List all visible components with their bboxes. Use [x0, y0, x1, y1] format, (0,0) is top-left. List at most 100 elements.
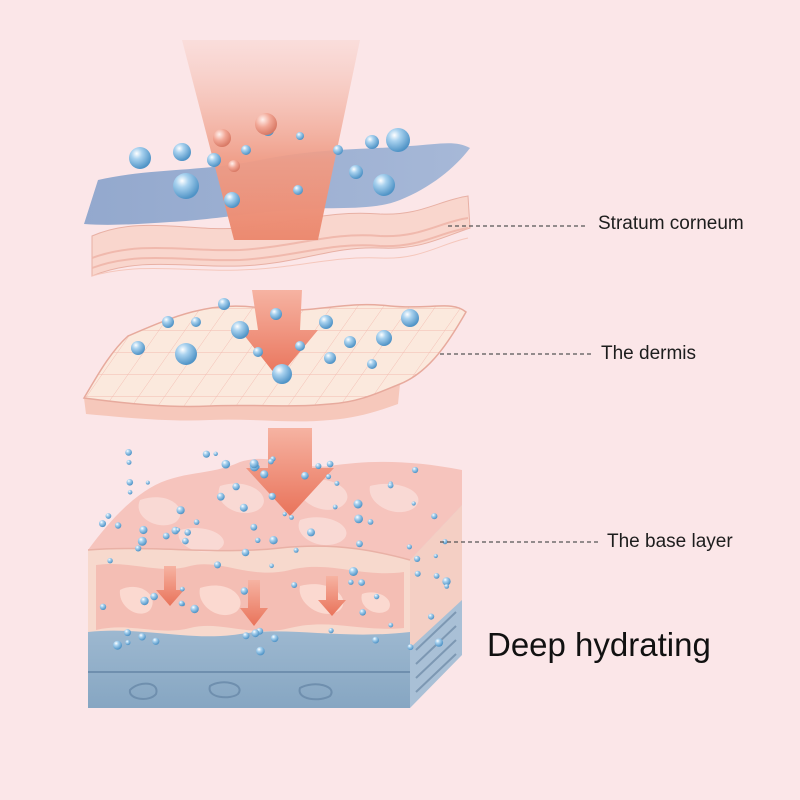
droplet-icon	[150, 593, 158, 601]
droplet-icon	[240, 504, 248, 512]
droplet-icon	[326, 474, 331, 479]
droplet-icon	[243, 632, 250, 639]
droplet-icon	[291, 582, 297, 588]
droplet-icon	[115, 522, 121, 528]
droplet-icon	[203, 451, 210, 458]
headline: Deep hydrating	[487, 628, 711, 661]
droplet-icon	[99, 520, 106, 527]
droplet-icon	[107, 558, 112, 563]
droplet-icon	[324, 352, 336, 364]
droplet-icon	[376, 330, 392, 346]
droplet-icon	[252, 629, 260, 637]
droplet-icon	[407, 544, 412, 549]
droplet-icon	[296, 132, 304, 140]
dermis-label: The dermis	[601, 344, 696, 363]
droplet-icon	[359, 609, 366, 616]
droplet-icon	[207, 153, 221, 167]
droplet-icon	[307, 528, 315, 536]
droplet-icon	[260, 470, 268, 478]
droplet-icon	[354, 515, 363, 524]
droplet-icon	[315, 463, 321, 469]
droplet-icon	[241, 587, 248, 594]
droplet-icon	[415, 571, 421, 577]
droplet-icon	[255, 538, 260, 543]
droplet-icon	[435, 638, 443, 646]
droplet-icon	[128, 490, 133, 495]
droplet-icon	[106, 513, 112, 519]
droplet-icon	[162, 316, 174, 328]
droplet-icon	[138, 633, 145, 640]
droplet-icon	[333, 505, 338, 510]
droplet-icon	[124, 629, 131, 636]
droplet-icon	[152, 638, 159, 645]
droplet-icon	[224, 192, 240, 208]
droplet-icon	[301, 472, 309, 480]
droplet-icon	[250, 459, 259, 468]
droplet-icon	[386, 128, 410, 152]
droplet-icon	[289, 515, 294, 520]
droplet-icon	[294, 548, 299, 553]
droplet-icon	[327, 461, 334, 468]
droplet-icon	[407, 644, 413, 650]
droplet-icon	[242, 549, 250, 557]
droplet-icon	[191, 317, 201, 327]
droplet-icon	[428, 614, 434, 620]
droplet-icon	[241, 145, 251, 155]
droplet-icon	[333, 145, 343, 155]
droplet-icon	[374, 594, 379, 599]
base-layer-label: The base layer	[607, 532, 733, 551]
leader-lines	[440, 226, 598, 542]
droplet-icon	[177, 506, 185, 514]
droplet-icon	[367, 359, 377, 369]
droplet-icon	[293, 185, 303, 195]
droplet-icon	[179, 601, 185, 607]
droplet-icon	[163, 533, 170, 540]
droplet-icon	[434, 554, 438, 558]
droplet-icon	[127, 460, 132, 465]
droplet-icon	[222, 460, 231, 469]
droplet-icon	[135, 545, 141, 551]
droplet-icon	[272, 364, 292, 384]
droplet-icon	[348, 580, 353, 585]
droplet-icon	[414, 556, 420, 562]
droplet-icon	[401, 309, 419, 327]
droplet-icon	[319, 315, 333, 329]
droplet-icon	[269, 564, 274, 569]
droplet-icon	[349, 165, 363, 179]
droplet-icon	[434, 573, 440, 579]
droplet-icon	[334, 481, 339, 486]
droplet-icon	[139, 526, 147, 534]
droplet-icon	[372, 637, 379, 644]
droplet-icon	[146, 481, 150, 485]
droplet-icon	[232, 483, 239, 490]
droplet-icon	[256, 647, 265, 656]
stratum-corneum-label: Stratum corneum	[598, 214, 744, 233]
droplet-icon	[354, 500, 363, 509]
droplet-icon	[365, 135, 379, 149]
droplet-icon	[373, 174, 395, 196]
droplet-icon	[113, 641, 122, 650]
droplet-icon	[356, 540, 363, 547]
droplet-icon	[213, 129, 231, 147]
droplet-icon	[129, 147, 151, 169]
droplet-icon	[180, 587, 185, 592]
droplet-icon	[125, 640, 130, 645]
droplet-icon	[344, 336, 356, 348]
droplet-icon	[182, 538, 189, 545]
droplet-icon	[269, 536, 277, 544]
droplet-icon	[388, 483, 394, 489]
droplet-icon	[283, 512, 287, 516]
droplet-icon	[125, 449, 132, 456]
droplet-icon	[140, 597, 148, 605]
droplet-icon	[250, 524, 257, 531]
droplet-icon	[349, 567, 358, 576]
droplet-icon	[190, 605, 198, 613]
droplet-icon	[388, 623, 393, 628]
droplet-icon	[176, 528, 180, 532]
droplet-icon	[173, 143, 191, 161]
droplet-icon	[231, 321, 249, 339]
droplet-icon	[175, 343, 197, 365]
droplet-icon	[444, 584, 449, 589]
droplet-icon	[100, 604, 106, 610]
droplet-icon	[358, 579, 365, 586]
